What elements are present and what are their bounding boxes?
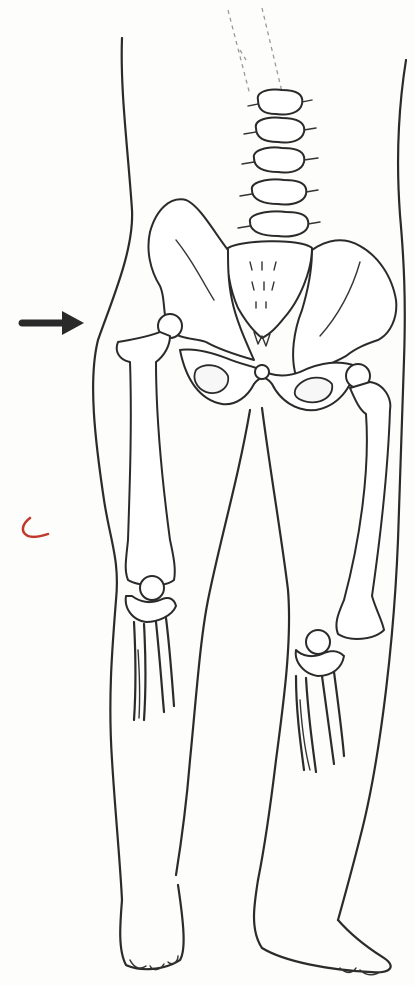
pubic-symphysis (255, 365, 269, 379)
left-obturator-foramen (194, 365, 228, 393)
left-lower-leg-bones (134, 618, 174, 720)
right-lower-leg-bones (296, 672, 344, 772)
left-leg-inner-outline (176, 410, 250, 875)
dashed-guide-lines (228, 8, 282, 95)
left-femur (117, 314, 182, 585)
right-foot (254, 880, 391, 972)
red-mark (23, 518, 48, 537)
body-outline-left (93, 38, 132, 900)
pointer-arrow (22, 311, 84, 335)
lumbar-spine (238, 89, 320, 236)
right-knee (296, 630, 344, 676)
right-femur (336, 364, 390, 639)
right-leg-inner-outline (258, 408, 289, 880)
left-foot (120, 885, 183, 969)
